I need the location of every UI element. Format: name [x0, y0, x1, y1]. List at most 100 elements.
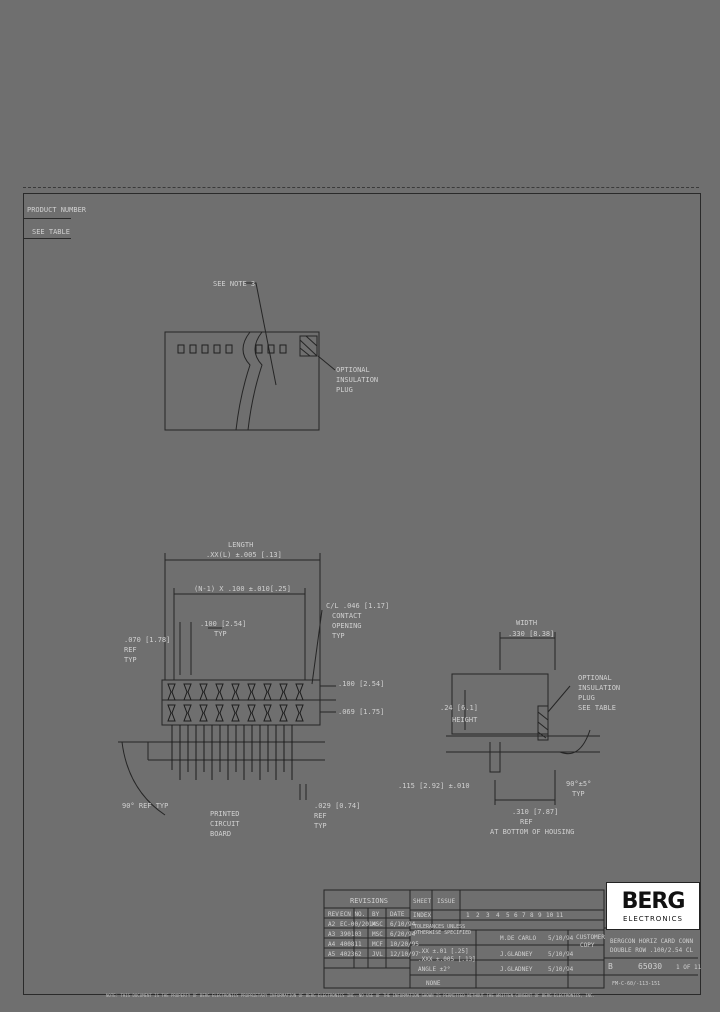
- side-bottom-ref: REF: [520, 818, 533, 826]
- disclaimer: NOTE: THIS DOCUMENT IS THE PROPERTY OF B…: [106, 993, 595, 998]
- sheet-number-11: 11: [556, 912, 564, 919]
- length-dimension: .XX(L) ±.005 [.13]: [206, 551, 282, 559]
- rev-row-2-rev: A3: [328, 931, 336, 938]
- sheet-number-7: 7: [522, 912, 526, 919]
- tolerance-value-1: .XX ±.01 [.25]: [418, 948, 469, 955]
- bottom-ref: REF: [314, 812, 327, 820]
- product-number-label: PRODUCT NUMBER: [27, 206, 87, 214]
- top-border-dash: [23, 187, 699, 188]
- sheet-number-1: 1: [466, 912, 470, 919]
- optional-plug-line-1: OPTIONAL: [336, 366, 370, 374]
- rev-row-1-ecn: EC-00/2014: [340, 921, 377, 928]
- company-name: BERG: [621, 889, 686, 914]
- rev-row-2-ecn: 390103: [340, 931, 362, 938]
- rev-header-rev: REV: [328, 911, 339, 918]
- angle-ref: 90° REF TYP: [122, 802, 169, 810]
- rev-row-1-by: MSC: [372, 921, 383, 928]
- sheet-number-2: 2: [476, 912, 480, 919]
- sheet-number-3: 3: [486, 912, 490, 919]
- tolerance-value-2: .XXX ±.005 [.13]: [418, 956, 476, 963]
- header-divider-2: [23, 238, 71, 239]
- rev-row-3-ecn: 400811: [340, 941, 362, 948]
- rev-header-ecn: ECN NO.: [340, 911, 366, 918]
- side-angle: 90°±5°: [566, 780, 592, 788]
- company-logo: BERG ELECTRONICS: [606, 882, 700, 930]
- approved-by: J.GLADNEY: [500, 966, 533, 973]
- sheet-number-5: 5: [506, 912, 510, 919]
- sheet-number-10: 10: [546, 912, 554, 919]
- document-number: FM-C-60/-113-151: [612, 981, 661, 987]
- date-approved: 5/10/94: [548, 966, 574, 973]
- rev-row-3-rev: A4: [328, 941, 336, 948]
- customer-copy-1: CUSTOMER: [576, 934, 605, 941]
- date-drawn: 5/10/94: [548, 935, 574, 942]
- rev-row-4-rev: A5: [328, 951, 336, 958]
- tolerances-line-2: OTHERWISE SPECIFIED: [414, 930, 472, 936]
- sheet-number-9: 9: [538, 912, 542, 919]
- side-optional-2: INSULATION: [578, 684, 621, 692]
- see-note-label: SEE NOTE 3: [213, 280, 256, 288]
- pcb-line-1: PRINTED: [210, 810, 240, 818]
- rev-header-by: BY: [372, 911, 380, 918]
- left-ref: REF: [124, 646, 137, 654]
- optional-plug-line-3: PLUG: [336, 386, 353, 394]
- rev-row-1-date: 6/10/94: [390, 921, 416, 928]
- bottom-dimension: .029 [0.74]: [314, 802, 361, 810]
- title-line-1: BERGCON HORIZ CARD CONN: [610, 938, 694, 945]
- left-dimension: .070 [1.78]: [124, 636, 171, 644]
- header-divider: [23, 218, 71, 219]
- rev-row-3-date: 10/20/95: [390, 941, 419, 948]
- contact-opening-1: CONTACT: [332, 612, 362, 620]
- bottom-typ: TYP: [314, 822, 327, 830]
- inner-dimension: (N-1) X .100 ±.010[.25]: [194, 585, 291, 593]
- tolerances-line-1: TOLERANCES UNLESS: [414, 924, 466, 930]
- side-optional-3: PLUG: [578, 694, 595, 702]
- side-optional-1: OPTIONAL: [578, 674, 612, 682]
- company-subtitle: ELECTRONICS: [623, 915, 683, 923]
- date-checked: 5/10/94: [548, 951, 574, 958]
- drawn-by: M.DE CARLO: [500, 935, 537, 942]
- rev-row-4-by: JVL: [372, 951, 383, 958]
- sheet-number-8: 8: [530, 912, 534, 919]
- sheet-number-6: 6: [514, 912, 518, 919]
- optional-plug-line-2: INSULATION: [336, 376, 379, 384]
- scale-value: NONE: [426, 980, 441, 987]
- side-optional-4: SEE TABLE: [578, 704, 616, 712]
- side-angle-typ: TYP: [572, 790, 585, 798]
- pcb-line-2: CIRCUIT: [210, 820, 240, 828]
- rev-row-2-by: MSC: [372, 931, 383, 938]
- width-dimension: .330 [8.38]: [508, 630, 555, 638]
- checked-by: J.GLADNEY: [500, 951, 533, 958]
- drawing-frame: [23, 193, 701, 995]
- revisions-label: REVISIONS: [350, 897, 388, 905]
- pitch-typ: TYP: [214, 630, 227, 638]
- contact-opening-2: OPENING: [332, 622, 362, 630]
- pcb-line-3: BOARD: [210, 830, 232, 838]
- sheet-label: SHEET: [413, 898, 432, 905]
- rev-row-4-ecn: 402362: [340, 951, 362, 958]
- side-bottom-note: AT BOTTOM OF HOUSING: [490, 828, 575, 836]
- rev-row-2-date: 6/20/94: [390, 931, 416, 938]
- rev-row-3-by: MCF: [372, 941, 383, 948]
- index-label: INDEX: [413, 912, 432, 919]
- drawing-sheet: 1 OF 11: [676, 964, 702, 971]
- sheet-number-4: 4: [496, 912, 500, 919]
- rev-header-date: DATE: [390, 911, 405, 918]
- top-view-outline: [164, 331, 320, 431]
- right-dimension-b: .069 [1.75]: [338, 708, 385, 716]
- right-dimension-a: .100 [2.54]: [338, 680, 385, 688]
- drawing-size: B: [608, 962, 613, 971]
- tolerance-value-3: ANGLE ±2°: [418, 966, 451, 973]
- side-bottom-dimension: .310 [7.87]: [512, 808, 559, 816]
- title-line-2: DOUBLE ROW .100/2.54 CL: [610, 947, 694, 954]
- length-label: LENGTH: [228, 541, 254, 549]
- drawing-number: 65030: [638, 962, 663, 971]
- rev-row-1-rev: A2: [328, 921, 336, 928]
- height-label: HEIGHT: [452, 716, 478, 724]
- issue-label: ISSUE: [437, 898, 456, 905]
- pitch-dimension: .100 [2.54]: [200, 620, 247, 628]
- rev-row-4-date: 12/10/97: [390, 951, 419, 958]
- left-typ: TYP: [124, 656, 137, 664]
- width-label: WIDTH: [516, 619, 538, 627]
